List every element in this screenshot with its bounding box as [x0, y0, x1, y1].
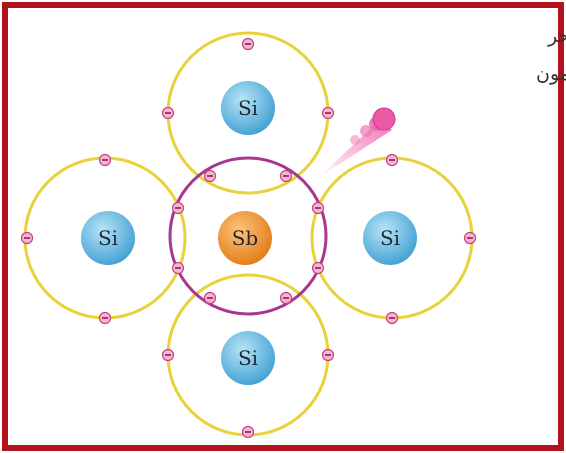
- electron-icon: [313, 203, 324, 214]
- electron-icon: [205, 293, 216, 304]
- atom-bottom-si: Si: [221, 331, 275, 385]
- atom-right-si: Si: [363, 211, 417, 265]
- electron-icon: [243, 39, 254, 50]
- electron-icon: [163, 350, 174, 361]
- electron-icon: [173, 263, 184, 274]
- atom-label: Sb: [232, 226, 259, 250]
- atom-top-si: Si: [221, 81, 275, 135]
- free-electron-icon: [373, 108, 395, 130]
- electron-icon: [281, 293, 292, 304]
- atom-center-sb: Sb: [218, 211, 272, 265]
- electron-icon: [22, 233, 33, 244]
- electron-icon: [281, 171, 292, 182]
- atom-left-si: Si: [81, 211, 135, 265]
- atom-label: Si: [380, 226, 400, 250]
- caption-line-1: إلكترون توصيل حر: [547, 25, 566, 48]
- caption-line-2: من ذرة الأنتيمون: [536, 62, 566, 85]
- electron-icon: [100, 155, 111, 166]
- atom-label: Si: [98, 226, 118, 250]
- atom-label: Si: [238, 96, 258, 120]
- electron-icon: [100, 313, 111, 324]
- electron-icon: [173, 203, 184, 214]
- electron-icon: [323, 350, 334, 361]
- electron-icon: [313, 263, 324, 274]
- electron-icon: [387, 155, 398, 166]
- electron-icon: [243, 427, 254, 438]
- electron-icon: [465, 233, 476, 244]
- electron-icon: [387, 313, 398, 324]
- electron-icon: [205, 171, 216, 182]
- atom-label: Si: [238, 346, 258, 370]
- electron-icon: [163, 108, 174, 119]
- electron-icon: [323, 108, 334, 119]
